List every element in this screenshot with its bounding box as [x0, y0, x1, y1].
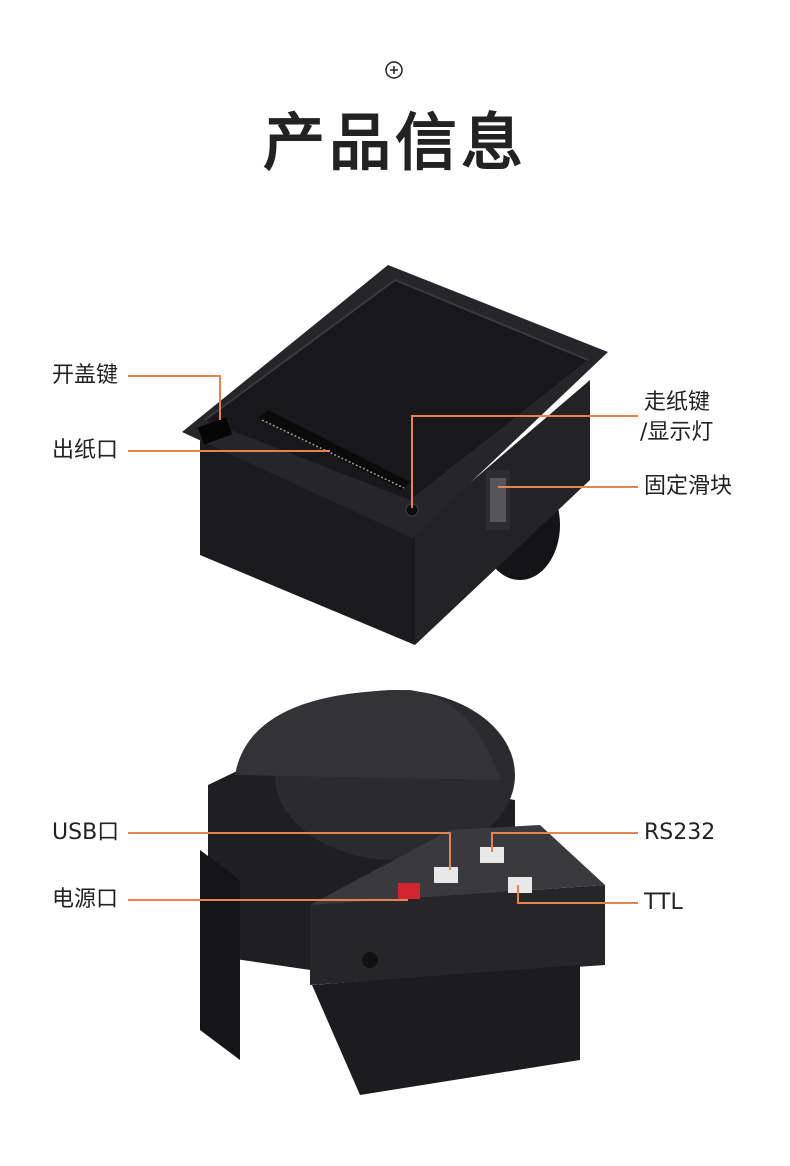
- label-open-cover-key: 开盖键: [52, 363, 119, 388]
- open-cover-button: [197, 417, 233, 445]
- rs232-port: [480, 847, 504, 863]
- leader-lines: [128, 375, 638, 904]
- usb-port: [434, 867, 458, 883]
- label-paper-outlet: 出纸口: [52, 438, 119, 463]
- ttl-port: [508, 877, 532, 893]
- power-port: [398, 883, 420, 899]
- top-printer-image: [182, 265, 608, 645]
- circle-plus-icon: [385, 61, 403, 79]
- label-ttl: TTL: [644, 890, 683, 915]
- label-fixing-slider: 固定滑块: [644, 474, 733, 499]
- label-rs232: RS232: [644, 820, 716, 845]
- label-feed-key-line1: 走纸键: [644, 390, 711, 415]
- label-usb-port: USB口: [52, 820, 120, 845]
- bottom-printer-image: [200, 690, 605, 1095]
- page-title: 产品信息: [262, 106, 527, 179]
- label-feed-key-line2: /显示灯: [640, 420, 714, 445]
- paper-slot: [258, 410, 410, 490]
- label-power-port: 电源口: [52, 887, 119, 912]
